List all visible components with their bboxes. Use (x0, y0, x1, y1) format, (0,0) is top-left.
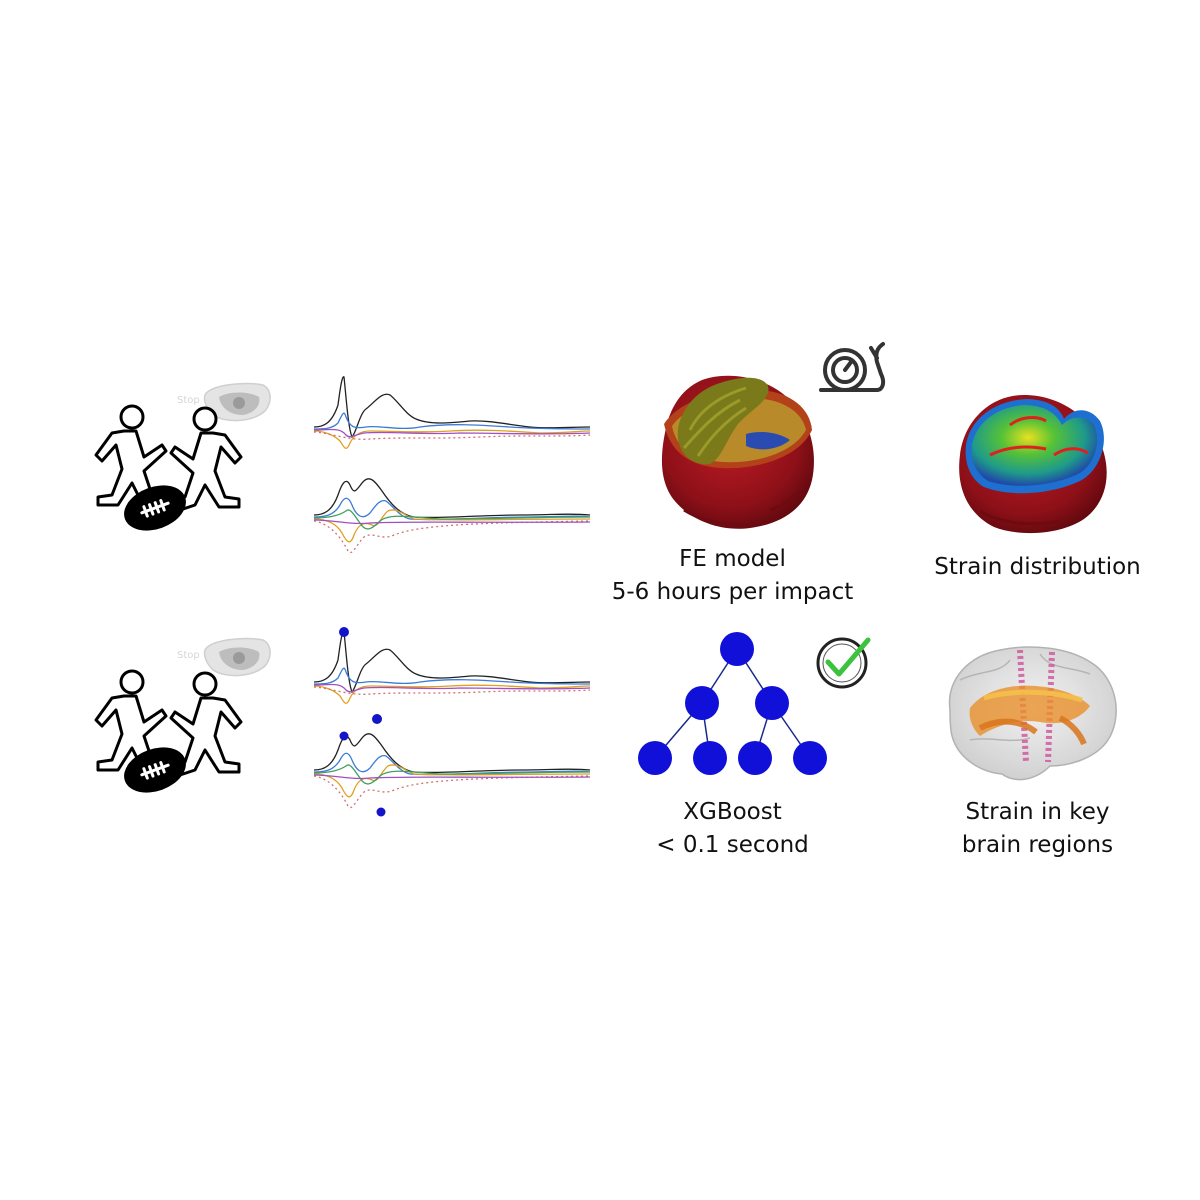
fe-model-time: 5-6 hours per impact (611, 579, 854, 605)
feature-point (376, 807, 386, 817)
key-brain-regions (940, 640, 1125, 785)
feature-points (339, 627, 386, 817)
xgboost-time: < 0.1 second (656, 832, 809, 858)
key-regions-title-line2: brain regions (961, 832, 1114, 858)
strain-distribution-title: Strain distribution (934, 554, 1141, 580)
fe-model-title: FE model (679, 546, 786, 572)
xgboost-title: XGBoost (683, 799, 782, 825)
kinematic-signals-top (310, 365, 595, 565)
fe-model-caption: FE model 5-6 hours per impact (595, 543, 870, 609)
signal-plot-lower (313, 733, 591, 809)
tree-node (638, 741, 672, 775)
signal-plot-upper (313, 376, 591, 449)
tree-node (738, 741, 772, 775)
tree-node (755, 686, 789, 720)
key-regions-title-line1: Strain in key (965, 799, 1110, 825)
strain-distribution-caption: Strain distribution (925, 551, 1150, 584)
tree-node (793, 741, 827, 775)
feature-point (339, 627, 349, 637)
kinematic-signals-bottom (310, 620, 595, 825)
tree-node (685, 686, 719, 720)
mouthguard-sensor-icon (176, 382, 271, 422)
feature-point (339, 731, 349, 741)
players-impact-top (60, 375, 290, 535)
key-regions-caption: Strain in key brain regions (925, 796, 1150, 862)
tree-node (720, 632, 754, 666)
feature-point (372, 714, 382, 724)
xgboost-caption: XGBoost < 0.1 second (620, 796, 845, 862)
tree-node (693, 741, 727, 775)
signal-plot-upper (313, 631, 591, 704)
decision-tree-icon (630, 625, 835, 785)
snail-clock-icon (815, 338, 890, 400)
fe-model-brain (650, 360, 820, 535)
mouthguard-sensor-icon (176, 637, 271, 677)
strain-distribution-brain (950, 385, 1115, 535)
signal-plot-lower (313, 478, 591, 554)
players-impact-bottom (60, 630, 290, 795)
clock-check-icon (812, 632, 874, 690)
